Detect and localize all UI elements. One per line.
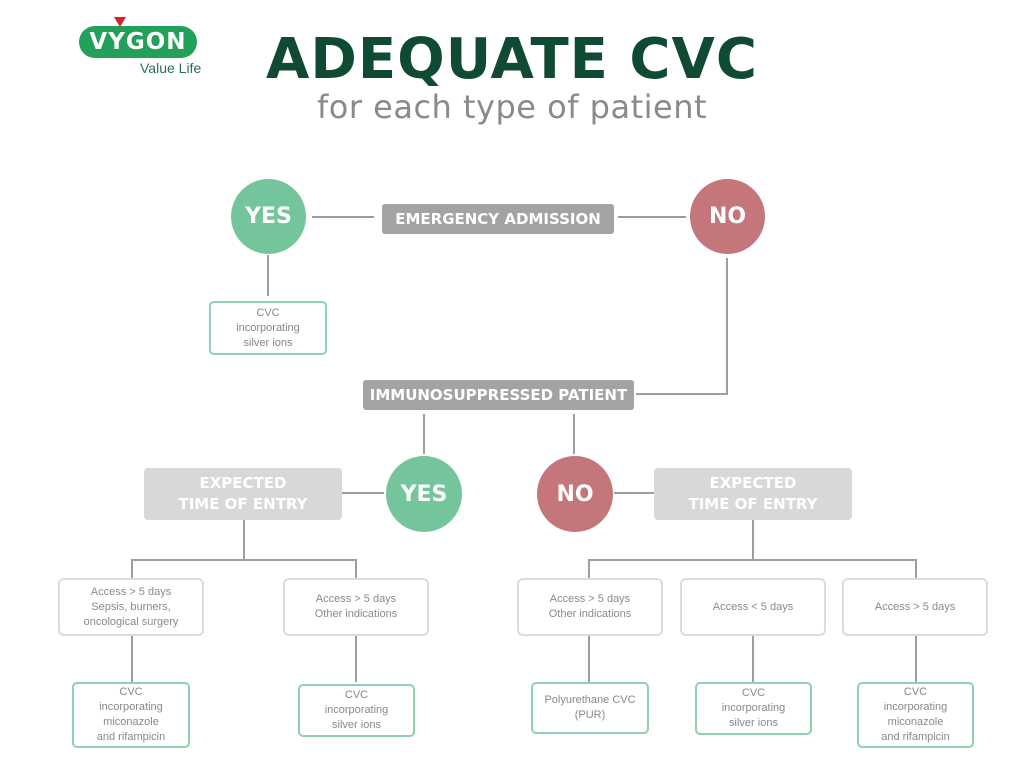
emergency-admission-label: EMERGENCY ADMISSION xyxy=(382,204,614,234)
connector-line xyxy=(614,492,656,494)
logo-triangle-icon xyxy=(114,17,126,27)
connector-line xyxy=(752,636,754,682)
connector-line xyxy=(636,393,728,395)
logo-pill xyxy=(79,26,197,58)
right-expected-time-header: EXPECTED TIME OF ENTRY xyxy=(654,468,852,520)
connector-line xyxy=(267,255,269,296)
immuno-no-node: NO xyxy=(537,456,613,532)
connector-line xyxy=(342,492,384,494)
connector-line xyxy=(423,414,425,454)
left-condition-2: Access > 5 days Other indications xyxy=(283,578,429,636)
page-subtitle: for each type of patient xyxy=(316,88,708,126)
connector-line xyxy=(588,559,917,561)
right-result-2: CVC incorporating silver ions xyxy=(695,682,812,735)
emergency-yes-result: CVC incorporating silver ions xyxy=(209,301,327,355)
page-title: ADEQUATE CVC xyxy=(266,27,758,92)
emergency-no-node: NO xyxy=(690,179,765,254)
left-result-2: CVC incorporating silver ions xyxy=(298,684,415,737)
emergency-yes-node: YES xyxy=(231,179,306,254)
immuno-yes-node: YES xyxy=(386,456,462,532)
connector-line xyxy=(312,216,374,218)
left-expected-time-header: EXPECTED TIME OF ENTRY xyxy=(144,468,342,520)
connector-line xyxy=(131,636,133,682)
connector-line xyxy=(355,636,357,682)
connector-line xyxy=(726,258,728,395)
connector-line xyxy=(355,559,357,579)
connector-line xyxy=(915,559,917,579)
connector-line xyxy=(588,636,590,682)
connector-line xyxy=(915,636,917,682)
right-result-3: CVC incorporating miconazole and rifampi… xyxy=(857,682,974,748)
left-condition-1: Access > 5 days Sepsis, burners, oncolog… xyxy=(58,578,204,636)
right-condition-3: Access > 5 days xyxy=(842,578,988,636)
connector-line xyxy=(573,414,575,454)
connector-line xyxy=(588,559,590,579)
connector-line xyxy=(131,559,133,579)
connector-line xyxy=(752,520,754,560)
left-result-1: CVC incorporating miconazole and rifampi… xyxy=(72,682,190,748)
logo-tagline: Value Life xyxy=(140,60,202,76)
immunosuppressed-label: IMMUNOSUPPRESSED PATIENT xyxy=(363,380,634,410)
connector-line xyxy=(618,216,686,218)
right-condition-2: Access < 5 days xyxy=(680,578,826,636)
right-condition-1: Access > 5 days Other indications xyxy=(517,578,663,636)
connector-line xyxy=(131,559,357,561)
connector-line xyxy=(243,520,245,560)
right-result-1: Polyurethane CVC (PUR) xyxy=(531,682,649,734)
logo-brand: VYGON xyxy=(89,29,187,55)
